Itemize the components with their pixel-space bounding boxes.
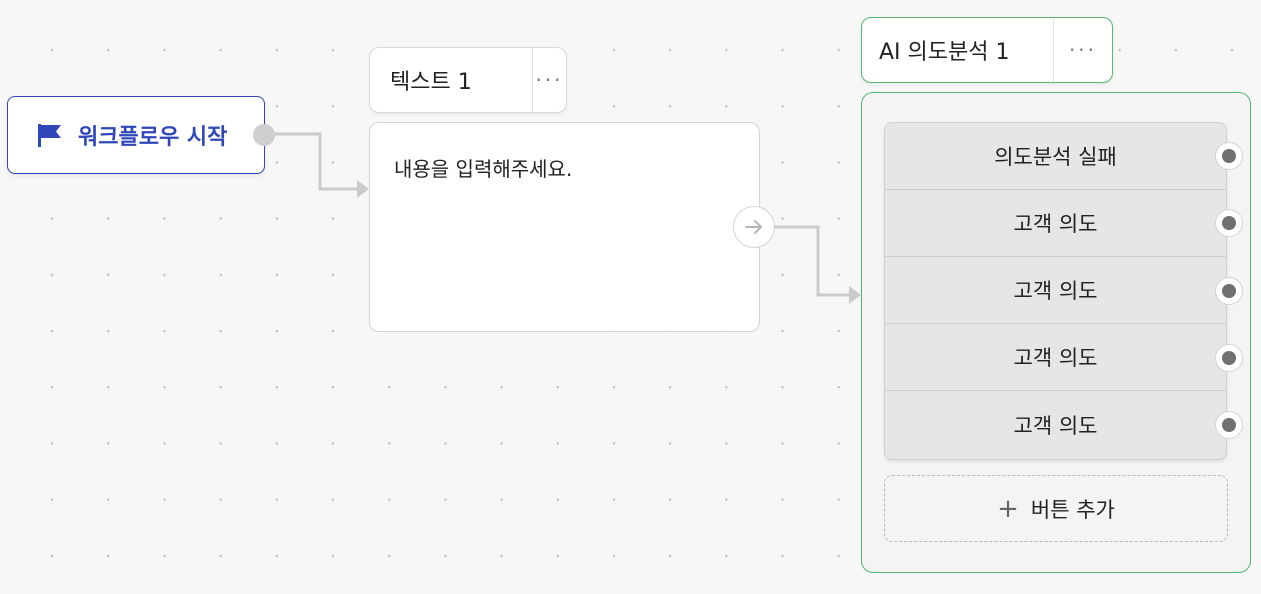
text-node-more-button[interactable]: ··· (532, 48, 566, 112)
text-node-title[interactable]: 텍스트 1 (390, 70, 472, 95)
connector-start-to-text (275, 132, 357, 191)
ai-intent-node-header[interactable]: AI 의도분석 1 ··· (861, 17, 1113, 83)
intent-label: 고객 의도 (1013, 346, 1098, 370)
intent-list: 의도분석 실패 고객 의도 고객 의도 고객 의도 고객 의도 (884, 122, 1227, 460)
port-dot (1222, 284, 1236, 298)
add-button[interactable]: + 버튼 추가 (884, 475, 1228, 542)
intent-row[interactable]: 고객 의도 (885, 324, 1226, 391)
intent-row[interactable]: 고객 의도 (885, 190, 1226, 257)
ai-intent-node-title[interactable]: AI 의도분석 1 (879, 40, 1010, 65)
arrow-right-icon (745, 220, 762, 234)
intent-row[interactable]: 고객 의도 (885, 257, 1226, 324)
port-dot (1222, 351, 1236, 365)
text-node-output-port[interactable] (733, 206, 775, 248)
intent-output-port[interactable] (1215, 277, 1243, 305)
intent-output-port[interactable] (1215, 411, 1243, 439)
intent-row-failure[interactable]: 의도분석 실패 (885, 123, 1226, 190)
connector-arrowhead (357, 180, 369, 198)
intent-label: 의도분석 실패 (994, 145, 1117, 169)
port-dot (1222, 418, 1236, 432)
plus-icon: + (997, 493, 1019, 524)
ai-intent-more-button[interactable]: ··· (1053, 18, 1112, 82)
intent-output-port[interactable] (1215, 142, 1243, 170)
text-node-header[interactable]: 텍스트 1 ··· (369, 47, 567, 113)
intent-label: 고객 의도 (1013, 279, 1098, 303)
port-dot (1222, 149, 1236, 163)
text-node-content[interactable]: 내용을 입력해주세요. (369, 122, 760, 332)
intent-row[interactable]: 고객 의도 (885, 391, 1226, 458)
start-output-port[interactable] (253, 124, 275, 146)
connector-arrowhead (849, 286, 861, 304)
flag-icon (36, 122, 64, 148)
workflow-start-label: 워크플로우 시작 (78, 125, 228, 150)
workflow-start-node[interactable]: 워크플로우 시작 (7, 96, 265, 174)
add-button-label: 버튼 추가 (1030, 497, 1115, 522)
intent-label: 고객 의도 (1013, 212, 1098, 236)
connector-text-to-ai (775, 225, 849, 297)
text-node-placeholder: 내용을 입력해주세요. (394, 157, 573, 181)
port-dot (1222, 216, 1236, 230)
intent-output-port[interactable] (1215, 209, 1243, 237)
intent-label: 고객 의도 (1013, 413, 1098, 438)
intent-output-port[interactable] (1215, 344, 1243, 372)
